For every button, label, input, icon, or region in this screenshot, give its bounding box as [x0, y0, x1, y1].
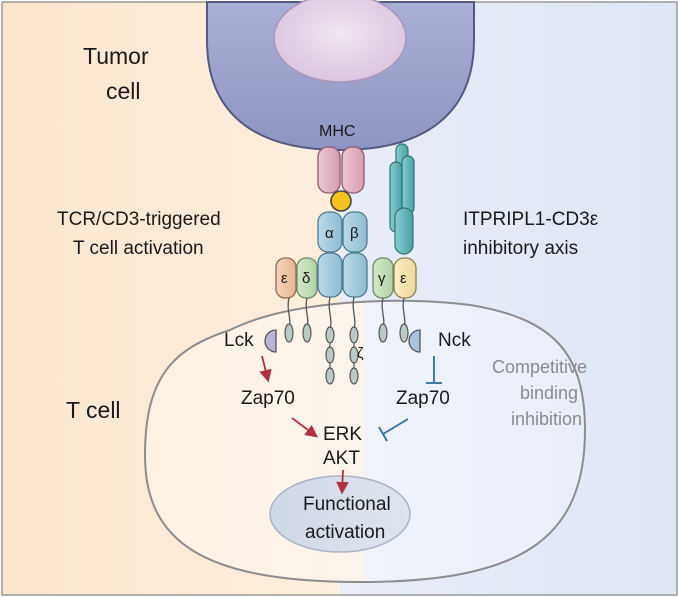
competitive-label-1: Competitive	[492, 357, 587, 377]
lck-label: Lck	[224, 330, 254, 351]
zap70-right-label: Zap70	[396, 388, 450, 409]
t-cell-membrane	[143, 299, 587, 584]
functional-label-2: activation	[305, 522, 385, 543]
gamma-label: γ	[378, 270, 386, 287]
tcr-alpha-beta	[317, 211, 368, 298]
peptide-antigen	[330, 190, 352, 212]
tumor-nucleus	[273, 0, 407, 83]
functional-label-1: Functional	[303, 494, 391, 515]
zap70-left-label: Zap70	[241, 388, 295, 409]
delta-label: δ	[302, 270, 310, 287]
lck-adaptor	[264, 329, 277, 353]
competitive-label-2: binding	[520, 383, 578, 403]
t-cell-label: T cell	[66, 397, 121, 423]
zeta-chain-links	[329, 343, 355, 368]
nck-label: Nck	[438, 330, 471, 351]
akt-label: AKT	[323, 448, 360, 469]
itam-ovals	[284, 323, 409, 385]
t-cell-nucleus	[269, 475, 411, 553]
tumor-label-1: Tumor	[83, 43, 149, 69]
cd3-gamma-epsilon-right	[372, 257, 417, 299]
tumor-label-2: cell	[106, 78, 141, 104]
epsilon-left-label: ε	[281, 270, 288, 287]
epsilon-right-label: ε	[400, 270, 407, 287]
zeta-label: ζ	[357, 345, 364, 362]
tumor-cell	[206, 0, 475, 152]
mhc-label: MHC	[319, 123, 355, 140]
zap70-inhibits-erk	[378, 418, 409, 442]
zap70-to-erk-arrow	[291, 417, 319, 438]
tcr-label-1: TCR/CD3-triggered	[57, 209, 221, 230]
itpripl1-receptor	[389, 143, 415, 255]
lck-to-zap70-arrow	[259, 355, 272, 383]
itpripl1-label-1: ITPRIPL1-CD3ε	[463, 209, 599, 230]
nck-inhibits-zap70	[426, 356, 442, 384]
mhc-molecule	[317, 146, 365, 194]
itpripl1-label-2: inhibitory axis	[463, 238, 578, 259]
akt-to-activation-arrow	[336, 469, 349, 495]
beta-label: β	[350, 225, 359, 242]
competitive-label-3: inhibition	[511, 409, 582, 429]
alpha-label: α	[325, 225, 334, 242]
nck-adaptor	[408, 329, 421, 353]
cd3-epsilon-delta-left	[275, 257, 318, 299]
tcr-label-2: T cell activation	[73, 238, 204, 259]
erk-label: ERK	[323, 424, 362, 445]
